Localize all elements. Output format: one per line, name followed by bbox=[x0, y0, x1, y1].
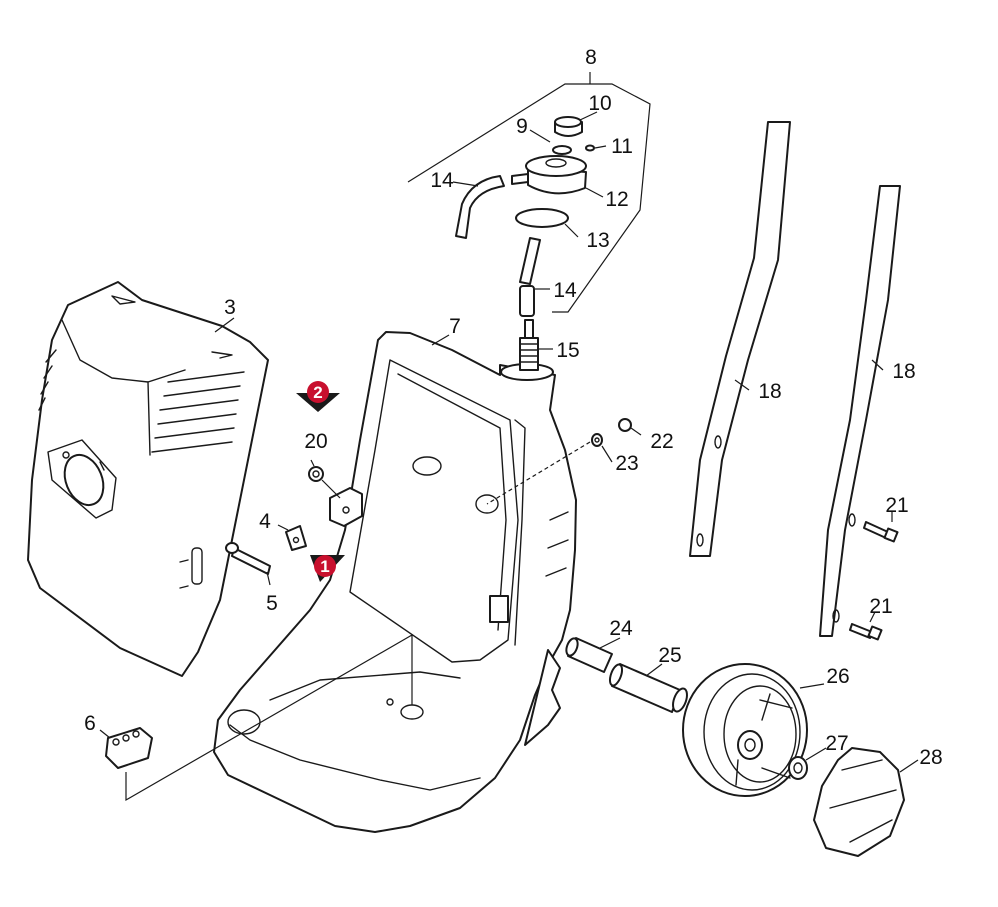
handle-hole-right bbox=[848, 513, 856, 527]
main-frame-part bbox=[213, 331, 577, 833]
marker-1-label: 1 bbox=[320, 557, 329, 576]
axle-part bbox=[608, 663, 688, 713]
label-part-10: 10 bbox=[588, 92, 611, 115]
handle-hole-left bbox=[714, 435, 722, 449]
label-part-15: 15 bbox=[556, 339, 579, 362]
label-part-11: 11 bbox=[611, 135, 633, 158]
label-part-20: 20 bbox=[304, 430, 327, 453]
o-ring-large-part bbox=[515, 208, 569, 228]
label-part-12: 12 bbox=[605, 188, 628, 211]
hub-cap-part bbox=[813, 747, 905, 857]
label-part-7: 7 bbox=[449, 315, 461, 338]
handle-bar-right-part bbox=[819, 185, 901, 637]
label-part-5: 5 bbox=[266, 592, 278, 615]
hub-washer-part bbox=[788, 756, 808, 780]
front-cover-part bbox=[27, 281, 269, 677]
label-part-18-left: 18 bbox=[758, 380, 781, 403]
filler-neck-part bbox=[511, 155, 587, 195]
assembly-dashed-line bbox=[486, 441, 591, 505]
marker-1: 1 bbox=[310, 555, 345, 582]
marker-2-label: 2 bbox=[313, 383, 322, 402]
screw-cover-part bbox=[225, 542, 271, 575]
label-part-13: 13 bbox=[586, 229, 609, 252]
foot-part bbox=[105, 727, 153, 769]
label-part-8: 8 bbox=[585, 46, 597, 69]
handle-hole-left-lower bbox=[696, 533, 704, 547]
label-part-3: 3 bbox=[224, 296, 236, 319]
clip-part bbox=[285, 525, 307, 551]
nut-small-part bbox=[308, 466, 324, 482]
cap-part bbox=[554, 116, 583, 137]
label-part-21-lower: 21 bbox=[869, 595, 892, 618]
leader-lines bbox=[99, 111, 919, 773]
label-part-25: 25 bbox=[658, 644, 681, 667]
label-part-22: 22 bbox=[650, 430, 673, 453]
label-part-27: 27 bbox=[825, 732, 848, 755]
wheel-part bbox=[682, 663, 808, 797]
axle-sleeve-part bbox=[565, 637, 613, 673]
handle-hole-right-lower bbox=[832, 609, 840, 623]
label-part-4: 4 bbox=[259, 510, 271, 533]
screw-lower-part bbox=[849, 623, 883, 641]
label-part-24: 24 bbox=[609, 617, 633, 640]
part-number-labels: 8 10 9 11 12 13 14 14 15 3 7 18 18 20 22… bbox=[84, 46, 943, 769]
connector-part bbox=[519, 319, 539, 371]
marker-2: 2 bbox=[296, 381, 340, 412]
label-part-21-upper: 21 bbox=[885, 494, 908, 517]
nut-part bbox=[618, 418, 632, 432]
fill-assembly-group-outline bbox=[407, 72, 651, 313]
label-part-9: 9 bbox=[516, 115, 528, 138]
label-part-14-upper: 14 bbox=[430, 169, 454, 192]
label-part-6: 6 bbox=[84, 712, 96, 735]
washer-part bbox=[591, 433, 603, 447]
nut-small-leader bbox=[321, 479, 341, 499]
label-part-23: 23 bbox=[615, 452, 638, 475]
label-part-28: 28 bbox=[919, 746, 942, 769]
foot-leader bbox=[125, 633, 413, 802]
screw-upper-part bbox=[863, 521, 899, 543]
label-part-14-lower: 14 bbox=[553, 279, 577, 302]
handle-bar-left-part bbox=[689, 121, 791, 557]
hose-lower-part bbox=[519, 237, 541, 317]
label-part-18-right: 18 bbox=[892, 360, 915, 383]
seal-ring-part bbox=[585, 144, 595, 152]
o-ring-small-part bbox=[552, 145, 572, 155]
hose-upper-part bbox=[455, 175, 505, 239]
label-part-26: 26 bbox=[826, 665, 849, 688]
